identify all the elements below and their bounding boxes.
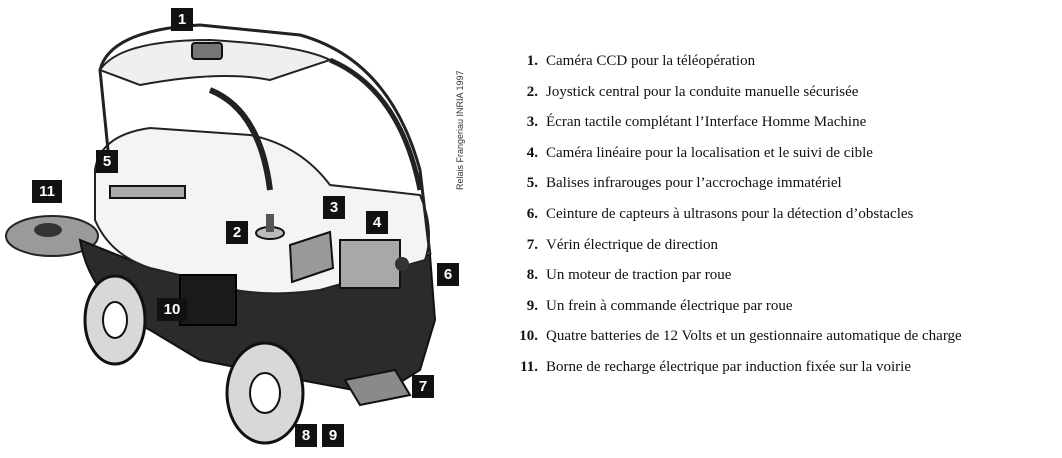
legend-text: Vérin électrique de direction	[546, 236, 719, 253]
callout-9: 9	[322, 424, 344, 447]
callout-2: 2	[226, 221, 248, 244]
legend-number: 8.	[526, 267, 538, 284]
vehicle-illustration: 1 2 3 4 5 6 7 8 9 10 11 Relais Frangeria…	[0, 0, 470, 453]
legend-number: 1.	[526, 53, 538, 69]
wheel-front-hub	[249, 372, 281, 414]
callout-10: 10	[157, 298, 187, 321]
legend-item: 9. Un frein à commande électrique par rou…	[500, 291, 962, 322]
legend-text: Caméra linéaire pour la localisation et …	[546, 144, 873, 161]
wheel-rear-hub	[102, 301, 128, 339]
legend-item: 7. Vérin électrique de direction	[500, 230, 962, 261]
legend-number: 6.	[526, 205, 538, 222]
ccd-camera	[191, 42, 223, 60]
legend-item: 3. Écran tactile complétant l’Interface H…	[500, 107, 962, 138]
callout-11: 11	[32, 180, 62, 203]
legend-text: Un frein à commande électrique par roue	[546, 297, 793, 314]
legend-text: Balises infrarouges pour l’accrochage im…	[546, 175, 842, 192]
touch-screen	[288, 230, 335, 284]
callout-8: 8	[295, 424, 317, 447]
legend-text: Joystick central pour la conduite manuel…	[546, 83, 859, 100]
legend-number: 3.	[526, 114, 538, 131]
legend-number: 10.	[519, 328, 538, 345]
callout-6: 6	[437, 263, 459, 286]
canopy-outline	[98, 23, 432, 256]
infrared-beacon	[109, 185, 186, 199]
legend-number: 7.	[526, 236, 538, 253]
callout-1: 1	[171, 8, 193, 31]
callout-5: 5	[96, 150, 118, 173]
legend-item: 5. Balises infrarouges pour l’accrochage …	[500, 168, 962, 199]
legend-item: 8. Un moteur de traction par roue	[500, 260, 962, 291]
legend-item: 2. Joystick central pour la conduite manu…	[500, 77, 962, 108]
legend-number: 5.	[526, 175, 538, 192]
legend-number: 11.	[520, 358, 538, 375]
photo-credit: Relais Frangeriau INRIA 1997	[455, 70, 465, 190]
legend-item: 10. Quatre batteries de 12 Volts et un ge…	[500, 321, 962, 352]
line-camera-lens	[395, 257, 409, 271]
legend-text: Ceinture de capteurs à ultrasons pour la…	[546, 205, 914, 222]
canopy-rear-pillar	[329, 57, 423, 191]
legend-item: 6. Ceinture de capteurs à ultrasons pour …	[500, 199, 962, 230]
legend-text: Borne de recharge électrique par inducti…	[546, 358, 911, 375]
canopy-front-pillar	[208, 87, 273, 191]
batteries	[179, 274, 237, 326]
legend-item: 11. Borne de recharge électrique par indu…	[500, 352, 962, 383]
canopy-roof	[98, 38, 333, 87]
legend-item: 4. Caméra linéaire pour la localisation e…	[500, 138, 962, 169]
callout-7: 7	[412, 375, 434, 398]
legend-text: Caméra CCD pour la téléopération	[546, 53, 756, 69]
charging-post-center	[34, 223, 62, 237]
callout-4: 4	[366, 211, 388, 234]
legend-number: 2.	[526, 83, 538, 100]
joystick-stick	[266, 214, 274, 232]
callout-3: 3	[323, 196, 345, 219]
legend-number: 9.	[526, 297, 538, 314]
legend-text: Quatre batteries de 12 Volts et un gesti…	[546, 328, 962, 345]
legend-number: 4.	[526, 144, 538, 161]
line-camera	[339, 239, 401, 289]
legend-list: 1. Caméra CCD pour la téléopération 2. Joy…	[500, 46, 962, 383]
legend-item: 1. Caméra CCD pour la téléopération	[500, 46, 962, 77]
steering-actuator	[343, 368, 412, 407]
legend-text: Un moteur de traction par roue	[546, 267, 732, 284]
legend-text: Écran tactile complétant l’Interface Hom…	[546, 114, 867, 131]
vehicle-drawing	[5, 23, 437, 445]
